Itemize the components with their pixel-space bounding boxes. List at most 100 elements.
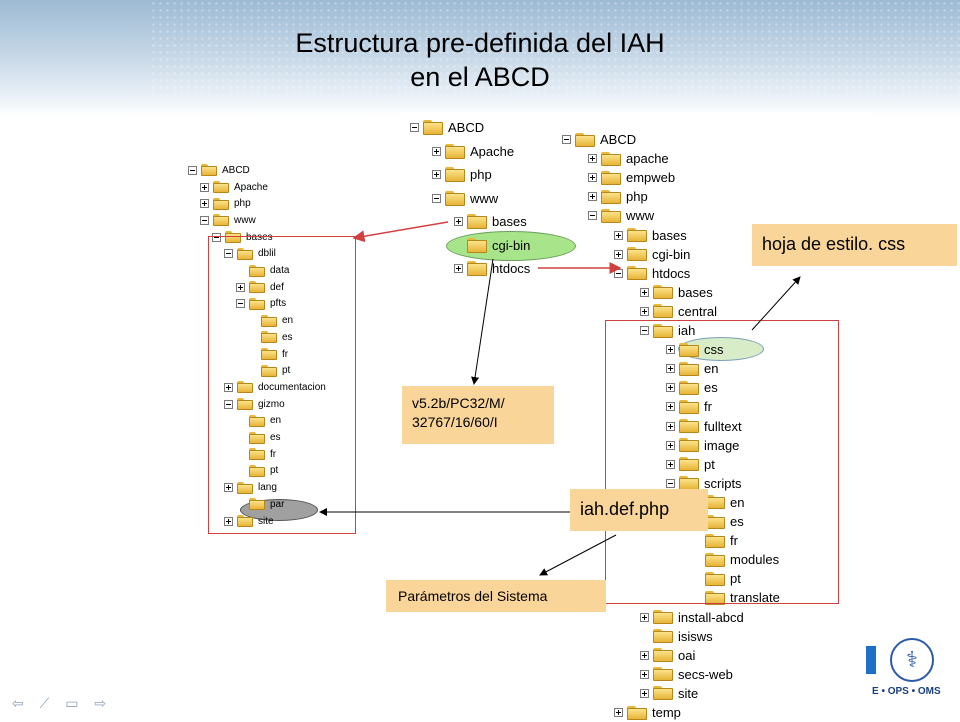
tree-node[interactable]: gizmo	[224, 396, 285, 413]
tree-node[interactable]: www	[432, 187, 498, 211]
tree-node[interactable]: install-abcd	[640, 608, 744, 627]
expand-icon[interactable]	[666, 383, 675, 393]
expand-icon[interactable]	[666, 459, 675, 469]
expand-icon[interactable]	[200, 199, 209, 209]
tree-node[interactable]: pt	[666, 455, 715, 474]
expand-icon[interactable]	[640, 287, 649, 297]
tree-node[interactable]: pt	[692, 569, 741, 588]
collapse-icon[interactable]	[224, 249, 233, 259]
expand-icon[interactable]	[640, 688, 649, 698]
expand-icon[interactable]	[640, 650, 649, 660]
tree-node[interactable]: oai	[640, 646, 695, 665]
collapse-icon[interactable]	[666, 478, 675, 488]
tree-node[interactable]: documentacion	[224, 379, 326, 396]
tree-node[interactable]: en	[692, 493, 744, 512]
tree-node[interactable]: en	[248, 312, 293, 329]
tree-node[interactable]: site	[224, 513, 274, 530]
tree-node[interactable]: par	[236, 496, 284, 513]
expand-icon[interactable]	[666, 402, 675, 412]
collapse-icon[interactable]	[212, 232, 221, 242]
tree-node[interactable]: dblil	[224, 246, 276, 263]
collapse-icon[interactable]	[640, 326, 649, 336]
expand-icon[interactable]	[454, 264, 463, 274]
expand-icon[interactable]	[666, 364, 675, 374]
expand-icon[interactable]	[224, 516, 233, 526]
slide-navigation[interactable]: ⇦ ⟋ ▭ ⇨	[12, 695, 113, 711]
tree-node[interactable]: translate	[692, 588, 780, 607]
tree-node[interactable]: fr	[236, 446, 276, 463]
expand-icon[interactable]	[200, 182, 209, 192]
expand-icon[interactable]	[614, 230, 623, 240]
collapse-icon[interactable]	[588, 211, 597, 221]
tree-node[interactable]: bases	[640, 283, 713, 302]
tree-node[interactable]: fr	[248, 346, 288, 363]
tree-node[interactable]: en	[236, 413, 281, 430]
tree-node[interactable]: ABCD	[562, 130, 636, 149]
tree-node[interactable]: modules	[692, 550, 779, 569]
expand-icon[interactable]	[614, 249, 623, 259]
tree-node[interactable]: fulltext	[666, 417, 742, 436]
expand-icon[interactable]	[224, 483, 233, 493]
collapse-icon[interactable]	[236, 299, 245, 309]
expand-icon[interactable]	[588, 154, 597, 164]
tree-node[interactable]: site	[640, 684, 698, 703]
tree-node[interactable]: htdocs	[454, 257, 530, 281]
tree-node[interactable]: isisws	[640, 627, 713, 646]
tree-node[interactable]: php	[432, 163, 492, 187]
tree-node[interactable]: pfts	[236, 296, 286, 313]
tree-node[interactable]: temp	[614, 703, 681, 722]
expand-icon[interactable]	[614, 708, 623, 718]
tree-node[interactable]: apache	[588, 149, 669, 168]
tree-node[interactable]: css	[666, 340, 724, 359]
expand-icon[interactable]	[588, 173, 597, 183]
expand-icon[interactable]	[666, 440, 675, 450]
tree-node[interactable]: www	[588, 206, 654, 225]
tree-node[interactable]: fr	[666, 397, 712, 416]
expand-icon[interactable]	[432, 146, 441, 156]
expand-icon[interactable]	[640, 612, 649, 622]
tree-node[interactable]: es	[248, 329, 293, 346]
expand-icon[interactable]	[454, 217, 463, 227]
tree-node[interactable]: empweb	[588, 168, 675, 187]
tree-node[interactable]: es	[692, 512, 744, 531]
collapse-icon[interactable]	[432, 193, 441, 203]
expand-icon[interactable]	[666, 345, 675, 355]
tree-node[interactable]: pt	[248, 362, 290, 379]
tree-node[interactable]: iah	[640, 321, 695, 340]
expand-icon[interactable]	[236, 282, 245, 292]
tree-node[interactable]: en	[666, 359, 718, 378]
tree-node[interactable]: pt	[236, 463, 278, 480]
tree-node[interactable]: image	[666, 436, 739, 455]
tree-node[interactable]: secs-web	[640, 665, 733, 684]
tree-node[interactable]: lang	[224, 479, 277, 496]
tree-node[interactable]: cgi-bin	[614, 245, 690, 264]
tree-node[interactable]: cgi-bin	[454, 234, 530, 258]
tree-node[interactable]: ABCD	[188, 162, 250, 179]
collapse-icon[interactable]	[562, 135, 571, 145]
tree-node[interactable]: es	[666, 378, 718, 397]
expand-icon[interactable]	[224, 382, 233, 392]
expand-icon[interactable]	[666, 421, 675, 431]
tree-node[interactable]: central	[640, 302, 717, 321]
tree-node[interactable]: bases	[614, 226, 687, 245]
collapse-icon[interactable]	[224, 399, 233, 409]
tree-node[interactable]: bases	[212, 229, 273, 246]
expand-icon[interactable]	[640, 306, 649, 316]
collapse-icon[interactable]	[200, 215, 209, 225]
tree-node[interactable]: bases	[454, 210, 527, 234]
tree-node[interactable]: Apache	[432, 140, 514, 164]
expand-icon[interactable]	[640, 669, 649, 679]
expand-icon[interactable]	[588, 192, 597, 202]
tree-node[interactable]: php	[200, 195, 251, 212]
collapse-icon[interactable]	[410, 123, 419, 133]
tree-node[interactable]: Apache	[200, 179, 268, 196]
expand-icon[interactable]	[432, 170, 441, 180]
tree-node[interactable]: ABCD	[410, 116, 484, 140]
tree-node[interactable]: scripts	[666, 474, 742, 493]
tree-node[interactable]: es	[236, 429, 281, 446]
tree-node[interactable]: data	[236, 262, 289, 279]
tree-node[interactable]: www	[200, 212, 256, 229]
collapse-icon[interactable]	[188, 165, 197, 175]
tree-node[interactable]: fr	[692, 531, 738, 550]
tree-node[interactable]: def	[236, 279, 284, 296]
